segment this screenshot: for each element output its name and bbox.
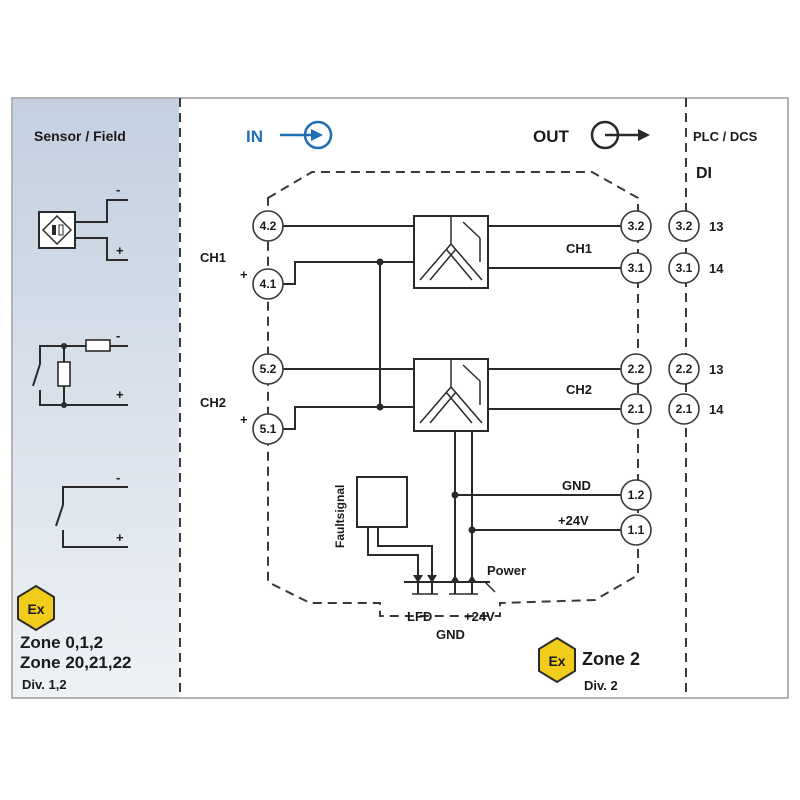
field-title: Sensor / Field xyxy=(34,128,126,144)
in-label: IN xyxy=(246,127,263,146)
sensor1-plus: + xyxy=(116,243,124,258)
svg-text:Ex: Ex xyxy=(27,601,44,617)
input-arrow-icon xyxy=(280,120,333,150)
input-terminal-5-2: 5.2 xyxy=(252,353,284,385)
svg-text:3.1: 3.1 xyxy=(676,261,693,275)
ch2-plus: + xyxy=(240,412,248,427)
gnd-bottom-label: GND xyxy=(436,627,465,642)
ex-hazard-icon: Ex xyxy=(17,584,55,632)
field-zone-line2: Zone 20,21,22 xyxy=(20,653,132,672)
svg-text:2.2: 2.2 xyxy=(628,362,645,376)
sensor3-plus: + xyxy=(116,530,124,545)
plc-terminal-3-2: 3.2 xyxy=(668,210,700,242)
input-wiring xyxy=(283,225,414,430)
svg-text:2.2: 2.2 xyxy=(676,362,693,376)
power-label: Power xyxy=(487,563,526,578)
svg-text:5.2: 5.2 xyxy=(260,362,277,376)
faultsignal-label: Faultsignal xyxy=(333,485,347,548)
module-housing xyxy=(267,171,639,617)
isolator-ch1 xyxy=(413,215,489,289)
svg-text:5.1: 5.1 xyxy=(260,422,277,436)
svg-text:3.2: 3.2 xyxy=(628,219,645,233)
ch1-plus: + xyxy=(240,267,248,282)
gnd-label: GND xyxy=(562,478,591,493)
input-terminal-5-1: 5.1 xyxy=(252,413,284,445)
output-terminal-3-1: 3.1 xyxy=(620,252,652,284)
svg-text:Ex: Ex xyxy=(548,653,565,669)
isolator-ch2 xyxy=(413,358,489,432)
output-wiring xyxy=(451,225,622,575)
plc-number-13-a: 13 xyxy=(709,219,723,234)
v24-bottom-label: +24V xyxy=(464,609,495,624)
svg-text:3.1: 3.1 xyxy=(628,261,645,275)
plc-terminal-3-1: 3.1 xyxy=(668,252,700,284)
zone2-div: Div. 2 xyxy=(584,678,618,693)
svg-text:3.2: 3.2 xyxy=(676,219,693,233)
plc-number-14-a: 14 xyxy=(709,261,724,276)
svg-text:4.2: 4.2 xyxy=(260,219,277,233)
bottom-terminals-icon xyxy=(404,575,496,595)
proximity-sensor-icon xyxy=(38,199,128,261)
field-div: Div. 1,2 xyxy=(22,677,67,692)
faultsignal-block xyxy=(356,476,433,575)
v24-label: +24V xyxy=(558,513,589,528)
ch2-output-label: CH2 xyxy=(566,382,592,397)
svg-text:2.1: 2.1 xyxy=(628,402,645,416)
svg-text:2.1: 2.1 xyxy=(676,402,693,416)
output-terminal-1-2: 1.2 xyxy=(620,479,652,511)
plc-number-13-b: 13 xyxy=(709,362,723,377)
svg-text:1.1: 1.1 xyxy=(628,523,645,537)
ch1-output-label: CH1 xyxy=(566,241,592,256)
plc-number-14-b: 14 xyxy=(709,402,724,417)
input-terminal-4-2: 4.2 xyxy=(252,210,284,242)
contact-switch-icon xyxy=(55,486,128,548)
svg-text:1.2: 1.2 xyxy=(628,488,645,502)
output-arrow-icon xyxy=(590,120,650,150)
ex-zone2-icon: Ex xyxy=(538,636,576,684)
plc-terminal-2-2: 2.2 xyxy=(668,353,700,385)
ch2-input-label: CH2 xyxy=(200,395,226,410)
field-zone-line1: Zone 0,1,2 xyxy=(20,633,103,652)
sensor3-minus: - xyxy=(116,470,120,485)
ch1-input-label: CH1 xyxy=(200,250,226,265)
svg-text:4.1: 4.1 xyxy=(260,277,277,291)
lfd-label: LFD xyxy=(407,609,432,624)
output-terminal-2-2: 2.2 xyxy=(620,353,652,385)
plc-subtitle: DI xyxy=(696,165,712,182)
output-terminal-3-2: 3.2 xyxy=(620,210,652,242)
output-terminal-1-1: 1.1 xyxy=(620,514,652,546)
out-label: OUT xyxy=(533,127,570,146)
plc-terminal-2-1: 2.1 xyxy=(668,393,700,425)
output-terminal-2-1: 2.1 xyxy=(620,393,652,425)
sensor1-minus: - xyxy=(116,182,120,197)
input-terminal-4-1: 4.1 xyxy=(252,268,284,300)
sensor2-plus: + xyxy=(116,387,124,402)
resistor-switch-sensor-icon xyxy=(32,339,128,408)
plc-title: PLC / DCS xyxy=(693,129,758,144)
zone2-label: Zone 2 xyxy=(582,649,640,669)
sensor2-minus: - xyxy=(116,328,120,343)
